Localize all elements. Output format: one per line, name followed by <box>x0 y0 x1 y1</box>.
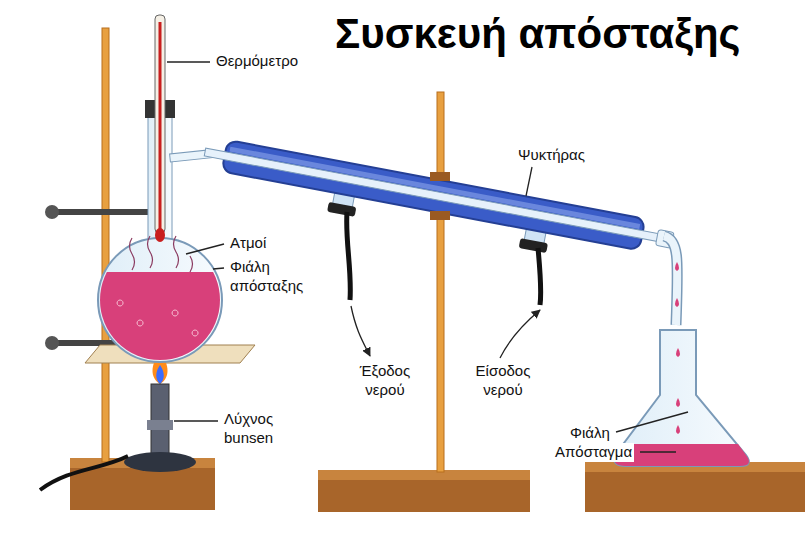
part-label: Ψυκτήρας <box>516 146 587 165</box>
bunsen-burner <box>40 352 196 490</box>
part-label: Λύχνος bunsen <box>222 410 298 448</box>
droplet <box>675 262 680 434</box>
part-label: Φιάλη απόσταξης <box>228 258 318 296</box>
clamp <box>430 172 450 181</box>
adapter <box>664 236 677 325</box>
leader-line <box>167 62 688 452</box>
stand-rod <box>102 28 109 462</box>
condenser <box>198 136 675 275</box>
clamp <box>430 211 450 220</box>
part-label: Είσοδος νερού <box>468 362 538 400</box>
water-hose <box>538 248 541 305</box>
thermometer <box>155 15 165 242</box>
part-label: Φιάλη <box>568 424 612 443</box>
part-label: Έξοδος νερού <box>350 362 420 400</box>
stand-rod <box>437 92 444 472</box>
part-label: Απόσταγμα <box>553 443 634 462</box>
receiving-flask <box>614 330 749 466</box>
diagram-title: Συσκευή απόσταξης <box>333 8 742 61</box>
part-label: Ατμοί <box>228 234 268 253</box>
part-label: Θερμόμετρο <box>214 52 300 71</box>
water-hose <box>347 212 351 300</box>
adapter <box>664 236 677 325</box>
